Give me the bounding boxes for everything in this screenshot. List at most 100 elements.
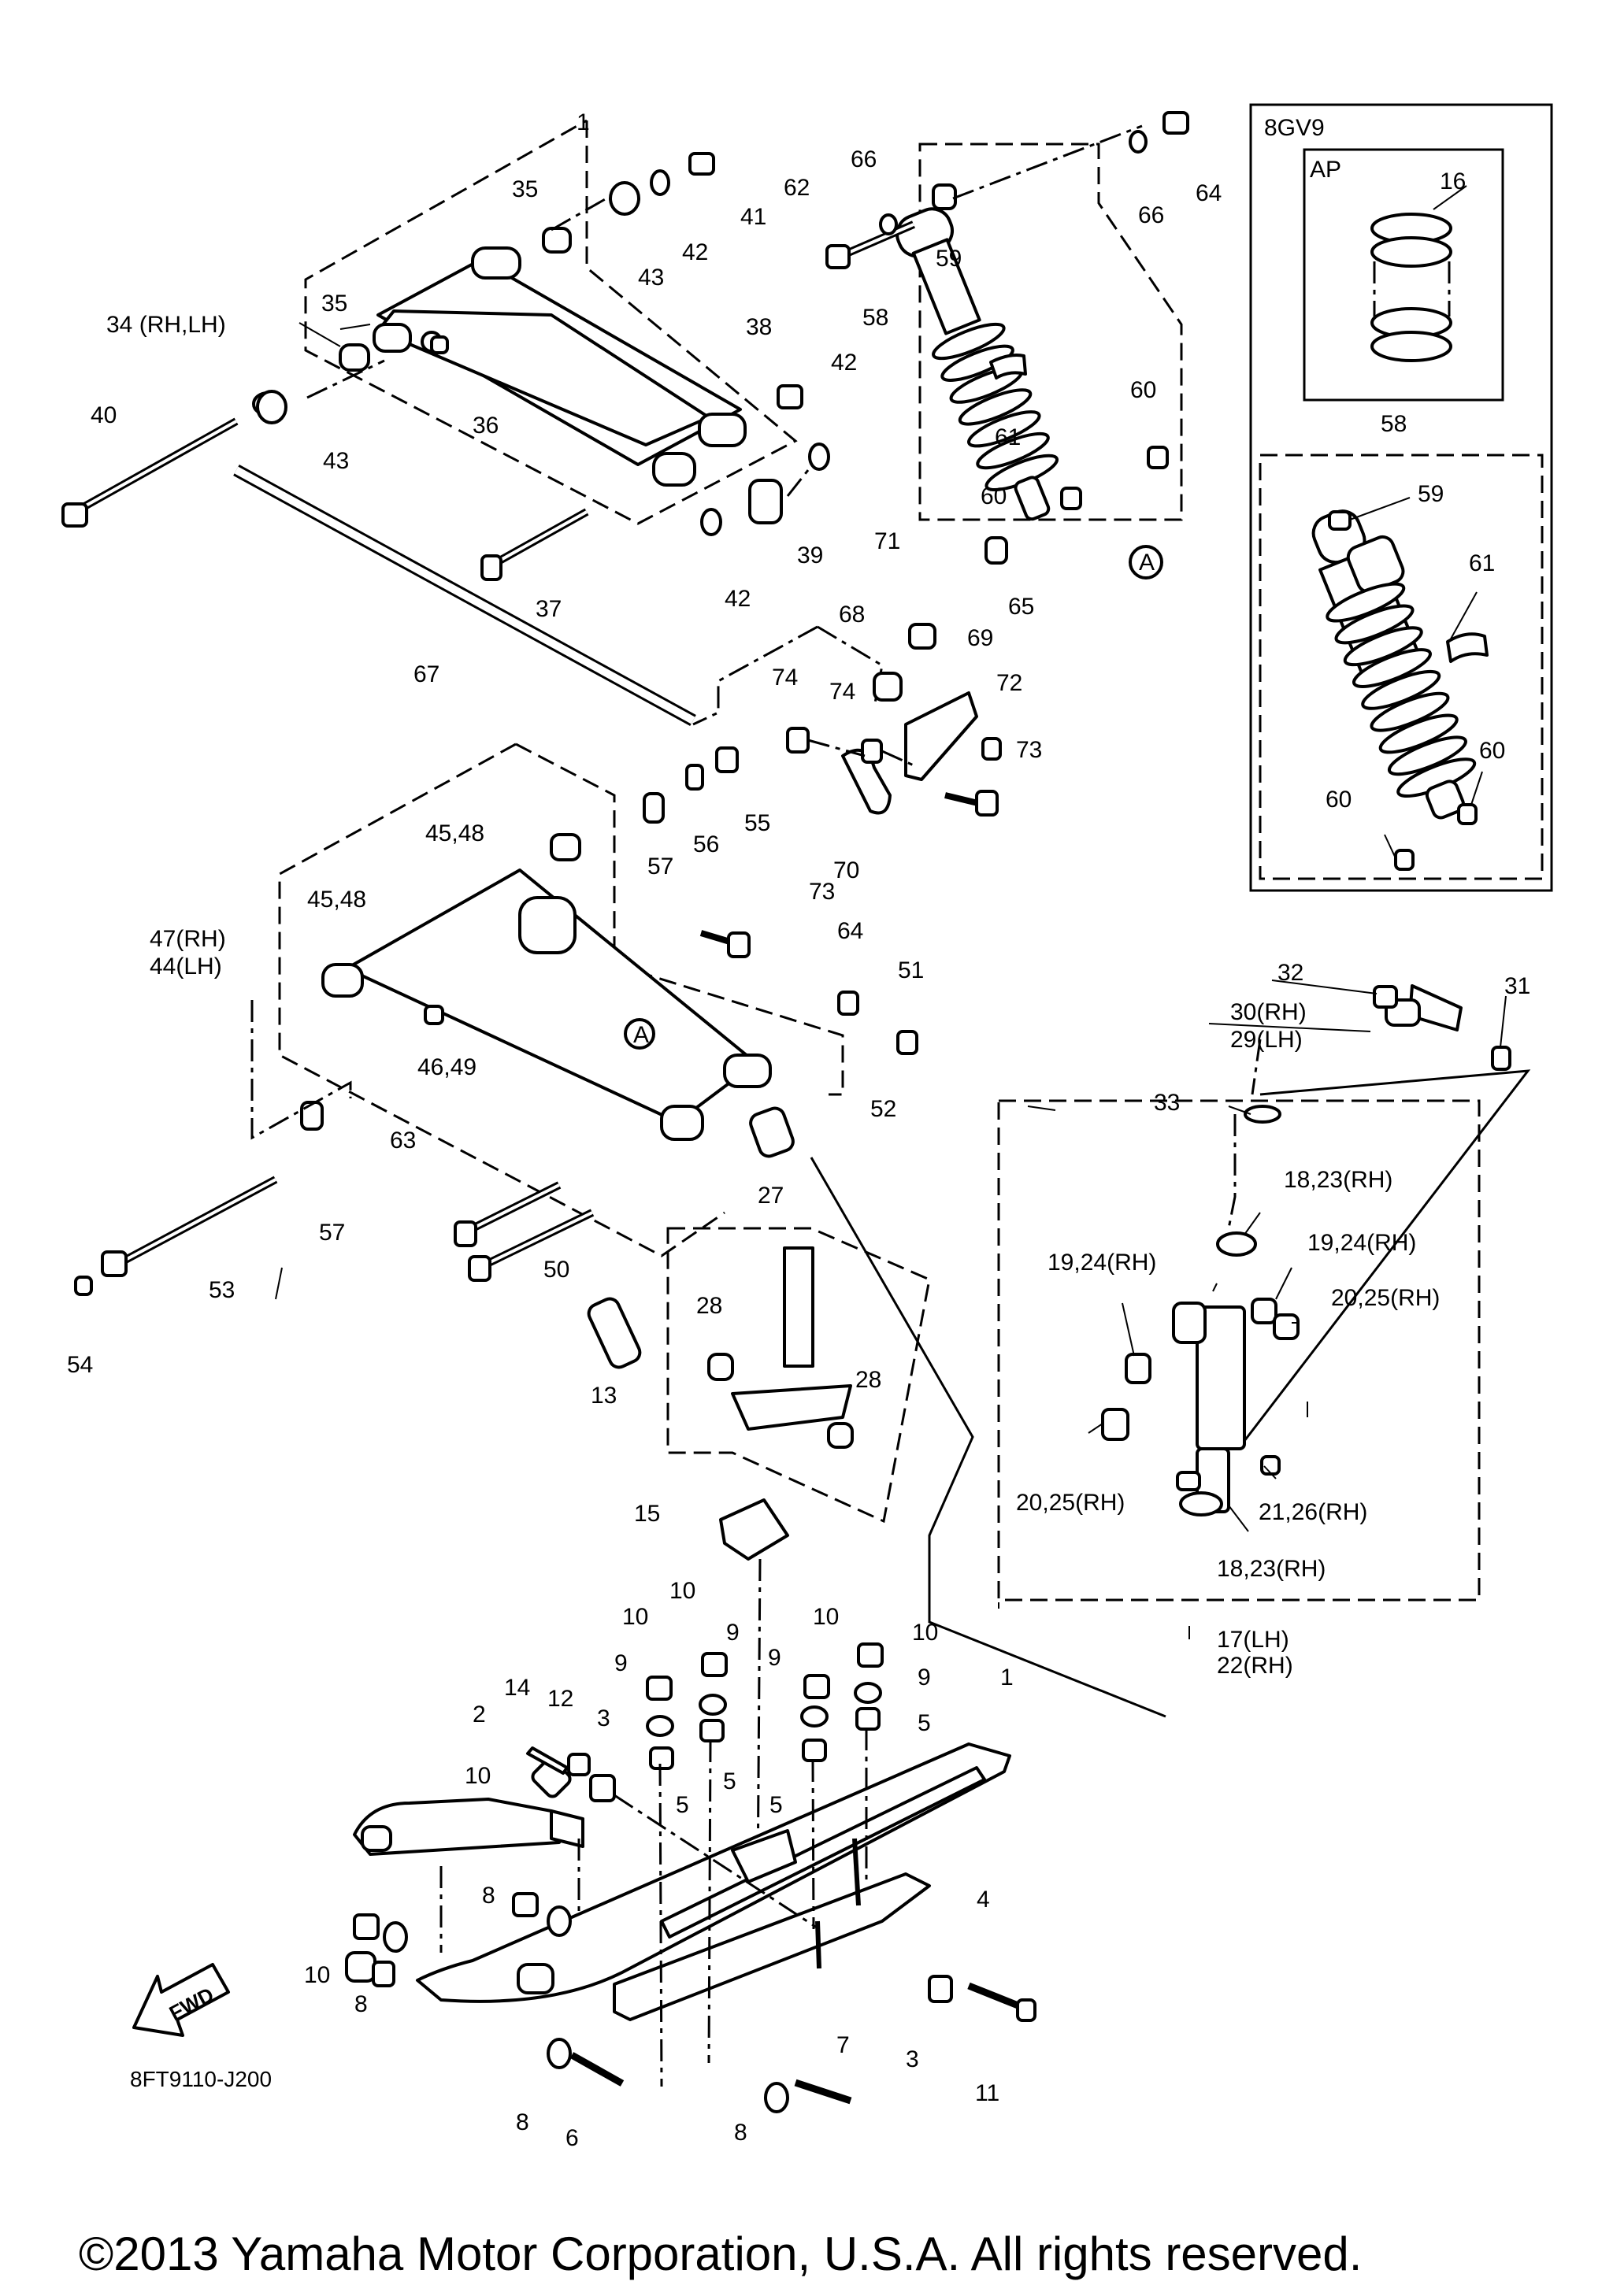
label-52: 52 (870, 1096, 896, 1122)
nut-51 (896, 1030, 918, 1055)
label-53: 53 (209, 1277, 235, 1303)
label-56: 56 (693, 831, 719, 857)
label-8-c: 8 (516, 2109, 529, 2135)
label-9-a: 9 (726, 1620, 740, 1646)
lower-arm-44-47 (278, 742, 844, 1257)
label-60-d: 60 (1326, 787, 1352, 813)
diagram-code: 8FT9110-J200 (130, 2067, 272, 2091)
label-43-b: 43 (323, 448, 349, 474)
label-3-a: 3 (597, 1705, 610, 1731)
bolt-62 (825, 220, 915, 269)
bolt-73-b (727, 931, 751, 958)
label-57-b: 57 (319, 1220, 345, 1246)
part-labels: 8GV9 AP 16 58 59 61 60 60 1 35 35 34 (RH… (67, 109, 1530, 2280)
label-10-f: 10 (304, 1962, 330, 1988)
spindle-17-22 (810, 984, 1531, 1718)
label-33: 33 (1154, 1090, 1180, 1116)
label-54: 54 (67, 1352, 93, 1378)
label-73-b: 73 (809, 879, 835, 905)
label-13: 13 (591, 1383, 617, 1409)
nut-38 (777, 384, 803, 409)
ski-hardware (353, 1642, 1036, 2113)
label-65: 65 (1008, 594, 1034, 620)
label-69: 69 (967, 625, 993, 651)
label-43-a: 43 (638, 265, 664, 291)
relay-arm-69 (692, 623, 1002, 817)
label-37: 37 (536, 596, 562, 622)
nut-64-a (1162, 111, 1189, 135)
bolt-37 (480, 508, 589, 581)
label-7: 7 (836, 2032, 850, 2058)
upper-arm-34 (252, 119, 798, 525)
label-5-c: 5 (723, 1768, 736, 1794)
fwd-arrow-icon: FWD (132, 1963, 230, 2037)
label-34: 34 (RH,LH) (106, 312, 226, 338)
collar-39 (748, 479, 783, 524)
label-5-d: 5 (769, 1792, 783, 1818)
label-20-b: 20,25(RH) (1016, 1490, 1125, 1516)
label-14: 14 (504, 1675, 530, 1701)
label-3-b: 3 (906, 2046, 919, 2072)
label-10-e: 10 (465, 1763, 491, 1789)
label-51: 51 (898, 957, 924, 983)
label-8-d: 8 (734, 2120, 747, 2146)
label-11: 11 (975, 2080, 999, 2106)
label-19-a: 19,24(RH) (1048, 1250, 1156, 1276)
bolt-53 (74, 1000, 352, 1296)
washer-43-a (609, 181, 640, 216)
label-63: 63 (390, 1128, 416, 1154)
collar-52 (749, 1106, 795, 1158)
label-1-b: 1 (1000, 1665, 1014, 1691)
nut-41 (688, 152, 715, 176)
label-44: 44(LH) (150, 954, 222, 980)
label-74-b: 74 (829, 679, 855, 705)
label-71: 71 (874, 528, 900, 554)
spring-16 (1370, 185, 1467, 362)
label-61-b: 61 (1469, 550, 1495, 576)
label-1-a: 1 (577, 109, 590, 135)
label-47: 47(RH) (150, 926, 226, 952)
label-4: 4 (977, 1887, 990, 1913)
bolt-40 (61, 417, 239, 528)
washer-42-b (700, 508, 722, 536)
label-2: 2 (473, 1702, 486, 1728)
label-46-49: 46,49 (417, 1054, 476, 1080)
label-64-b: 64 (837, 918, 863, 944)
label-70: 70 (833, 857, 859, 883)
label-9-c: 9 (768, 1645, 781, 1671)
label-35-b: 35 (321, 291, 347, 317)
label-8-b: 8 (354, 1991, 368, 2017)
clip-14 (526, 1746, 569, 1775)
label-67: 67 (413, 661, 439, 687)
washer-42-c (650, 169, 670, 196)
ref-a-top-label: A (1139, 550, 1155, 576)
label-10-c: 10 (813, 1604, 839, 1630)
label-8-a: 8 (482, 1883, 495, 1909)
label-66-a: 66 (851, 146, 877, 172)
label-40: 40 (91, 402, 117, 428)
label-30: 30(RH) (1230, 999, 1307, 1025)
label-45-48-a: 45,48 (425, 820, 484, 846)
label-35-a: 35 (512, 176, 538, 202)
label-36: 36 (473, 413, 499, 439)
label-60-b: 60 (981, 483, 1007, 509)
label-21: 21,26(RH) (1259, 1499, 1367, 1525)
inset-8gv9 (1249, 103, 1553, 892)
washer-66-b (1129, 130, 1148, 154)
label-42-c: 42 (682, 239, 708, 265)
copyright-notice: ©2013 Yamaha Motor Corporation, U.S.A. A… (79, 2227, 1362, 2280)
label-9-b: 9 (614, 1650, 628, 1676)
grease-nipple-36 (430, 335, 449, 354)
label-28-b: 28 (855, 1367, 881, 1393)
shaft-67 (233, 464, 696, 727)
label-18-a: 18,23(RH) (1284, 1167, 1392, 1193)
label-27: 27 (758, 1183, 784, 1209)
leader-lines (275, 322, 1507, 1639)
bolt-63 (454, 1181, 562, 1247)
label-22: 22(RH) (1217, 1653, 1293, 1679)
label-15: 15 (634, 1501, 660, 1527)
ref-a-top (1129, 545, 1163, 580)
label-41: 41 (740, 204, 766, 230)
label-66-b: 66 (1138, 202, 1164, 228)
